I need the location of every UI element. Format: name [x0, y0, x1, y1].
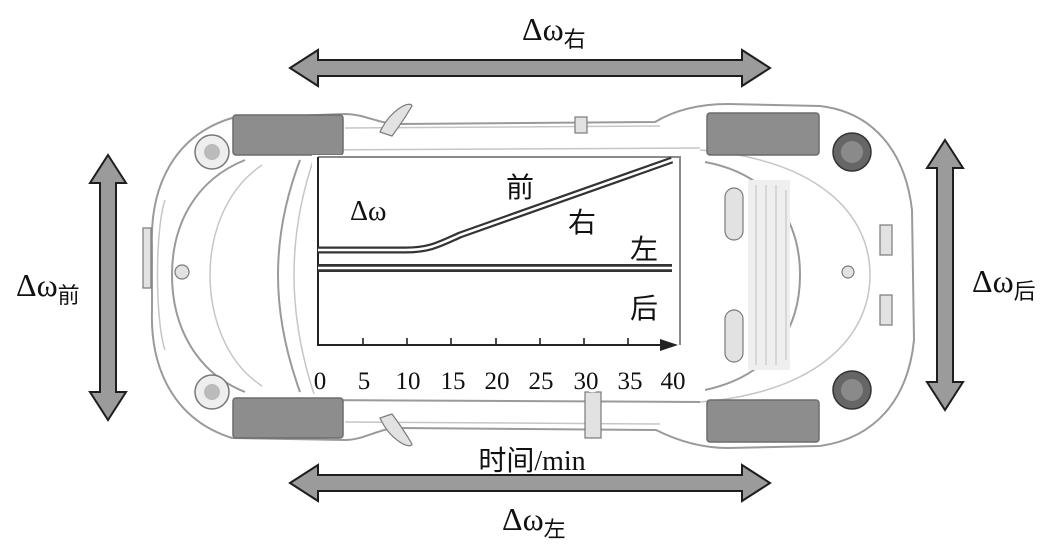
arrow-bottom-subscript: 左: [544, 517, 566, 542]
arrow-left-symbol: Δω: [16, 267, 58, 303]
arrow-right: Δω后: [925, 138, 1036, 412]
flat-label-left: 左: [630, 234, 658, 266]
arrow-right-subscript: 后: [1014, 279, 1036, 304]
door-handle-top: [574, 116, 588, 134]
front-plate: [142, 227, 152, 289]
flat-label-rear: 后: [630, 293, 658, 325]
headlight-left-lens: [204, 144, 220, 160]
x-tick-label: 10: [396, 368, 421, 395]
wheel-rear-left: [706, 112, 820, 156]
x-tick-label: 20: [485, 368, 510, 395]
rear-vent-top: [724, 187, 744, 241]
arrow-top-subscript: 右: [564, 27, 586, 52]
arrow-right-symbol: Δω: [972, 263, 1014, 299]
x-tick-label: 40: [661, 368, 686, 395]
inset-chart-frame: [318, 156, 681, 345]
double-arrow-top-icon: [288, 48, 772, 88]
rear-vent-bottom: [724, 309, 744, 363]
wheel-front-right: [232, 397, 344, 439]
arrow-bottom-label: Δω左: [502, 501, 566, 542]
wheel-front-left: [232, 114, 344, 156]
rear-plate-bottom: [879, 294, 893, 326]
x-tick-label: 5: [358, 368, 371, 395]
arrow-left-label: Δω前: [16, 267, 80, 308]
x-axis-arrowhead: [660, 339, 678, 351]
double-arrow-left-icon: [88, 153, 128, 422]
rising-curve: [318, 156, 674, 254]
rising-label-front-text: 前: [506, 172, 534, 204]
rear-plate-top: [879, 224, 893, 256]
headlight-right-lens: [204, 384, 220, 400]
x-tick-label: 0: [314, 368, 327, 395]
arrow-left: Δω前: [16, 153, 128, 422]
arrow-top: Δω右: [288, 11, 772, 88]
wheel-rear-right: [706, 399, 820, 443]
front-emblem-icon: [174, 264, 190, 280]
inset-x-label: 时间/min: [478, 445, 585, 477]
arrow-bottom-symbol: Δω: [502, 501, 544, 537]
flat-label-left-text: 左: [630, 234, 658, 266]
double-arrow-bottom-icon: [288, 463, 772, 503]
x-tick-labels: 0 5 10 15 20 25 30 35 40: [311, 365, 689, 398]
taillight-left-lens: [841, 141, 863, 163]
hood-outer-line: [170, 159, 246, 393]
front-bumper-line: [156, 199, 166, 351]
inset-y-label: Δω: [350, 196, 386, 227]
rear-emblem-icon: [841, 265, 855, 279]
door-pillar-bottom: [584, 391, 602, 439]
arrow-top-symbol: Δω: [522, 11, 564, 47]
rising-curve-inner: [318, 158, 673, 252]
rising-label-right-text: 右: [568, 207, 596, 239]
hood-inner-line: [209, 164, 263, 387]
arrow-top-label: Δω右: [522, 11, 586, 52]
side-mirror-left-icon: [379, 103, 413, 137]
flat-label-rear-text: 后: [630, 293, 658, 325]
engine-grille: [748, 180, 790, 370]
inset-chart: Δω 前 右 左 后 0 5 10 15 20 25 30 35 40 时间/m…: [311, 155, 689, 480]
roof-top-line: [299, 147, 701, 151]
rear-lid-line: [699, 149, 871, 403]
inset-y-label-text: Δω: [350, 196, 386, 227]
windshield-inner-line: [293, 157, 315, 395]
x-tick-label: 35: [618, 368, 643, 395]
double-arrow-right-icon: [925, 138, 965, 412]
arrow-bottom: Δω左: [288, 463, 772, 542]
x-axis-ticks: [362, 338, 629, 345]
windshield-line: [276, 159, 301, 393]
rising-label-right: 右: [568, 207, 596, 239]
rising-label-front: 前: [506, 172, 534, 204]
arrow-right-label: Δω后: [972, 263, 1036, 304]
engine-grille-lines: [755, 185, 787, 365]
x-tick-label: 15: [441, 368, 466, 395]
side-mirror-right-icon: [379, 413, 413, 447]
taillight-right-lens: [841, 379, 863, 401]
x-tick-label: 30: [574, 368, 599, 395]
roof-bottom-line: [299, 399, 701, 403]
arrow-left-subscript: 前: [58, 283, 80, 308]
x-tick-label: 25: [529, 368, 554, 395]
